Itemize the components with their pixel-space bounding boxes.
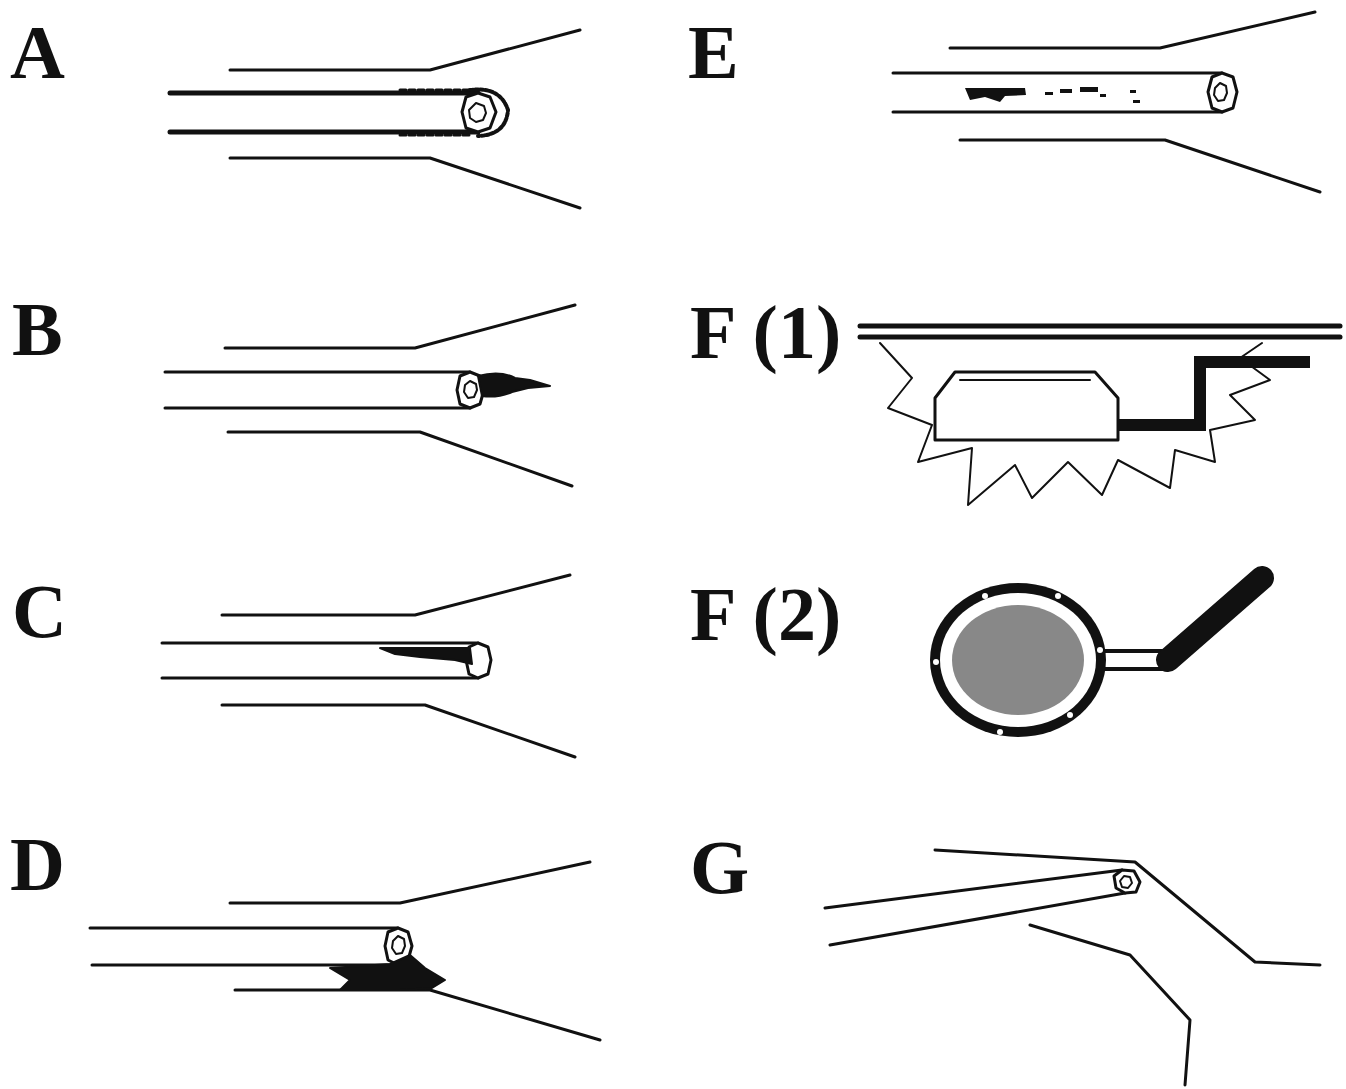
panel-letter: F (2) bbox=[690, 576, 841, 652]
panel-letter: F (1) bbox=[690, 294, 841, 370]
panel-letter: G bbox=[690, 829, 749, 905]
panel-letter: C bbox=[12, 573, 67, 649]
panel-letter: A bbox=[10, 14, 65, 90]
panel-letter: E bbox=[688, 14, 739, 90]
panel-g-drawing bbox=[825, 850, 1320, 1085]
panel-letter: B bbox=[12, 291, 63, 367]
panel-e-drawing bbox=[893, 12, 1320, 192]
panel-d-drawing bbox=[90, 862, 600, 1040]
panel-letter: D bbox=[10, 826, 65, 902]
panel-f2-drawing bbox=[930, 578, 1262, 737]
panel-b-drawing bbox=[165, 305, 575, 486]
panel-a-drawing bbox=[170, 30, 580, 208]
panel-f1-drawing bbox=[860, 326, 1340, 505]
panel-c-drawing bbox=[162, 575, 575, 757]
